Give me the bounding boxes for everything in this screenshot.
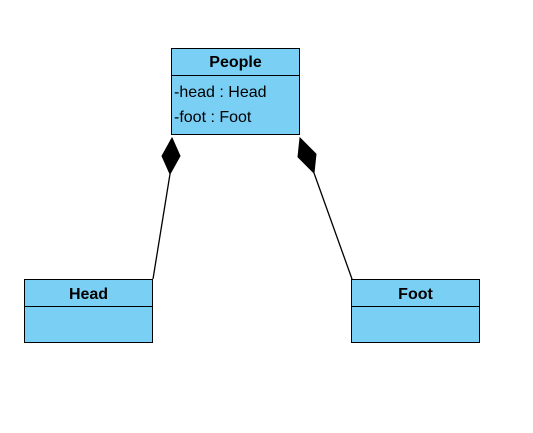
- composition-people-head[interactable]: [152, 136, 181, 280]
- class-name: People: [172, 49, 299, 76]
- composition-diamond-foot: [297, 136, 317, 175]
- attribute[interactable]: -foot : Foot: [174, 109, 252, 126]
- class-name: Foot: [352, 280, 479, 307]
- composition-people-foot[interactable]: [297, 136, 353, 280]
- class-foot[interactable]: Foot: [351, 279, 480, 343]
- class-attributes: [352, 307, 479, 311]
- composition-diamond-head: [161, 136, 181, 176]
- composition-line-head: [152, 173, 171, 280]
- class-head[interactable]: Head: [24, 279, 153, 343]
- class-people[interactable]: People -head : Head -foot : Foot: [171, 48, 300, 135]
- class-attributes: -head : Head -foot : Foot: [172, 76, 299, 130]
- class-name: Head: [25, 280, 152, 307]
- attribute[interactable]: -head : Head: [174, 84, 267, 101]
- class-attributes: [25, 307, 152, 311]
- composition-line-foot: [313, 172, 353, 280]
